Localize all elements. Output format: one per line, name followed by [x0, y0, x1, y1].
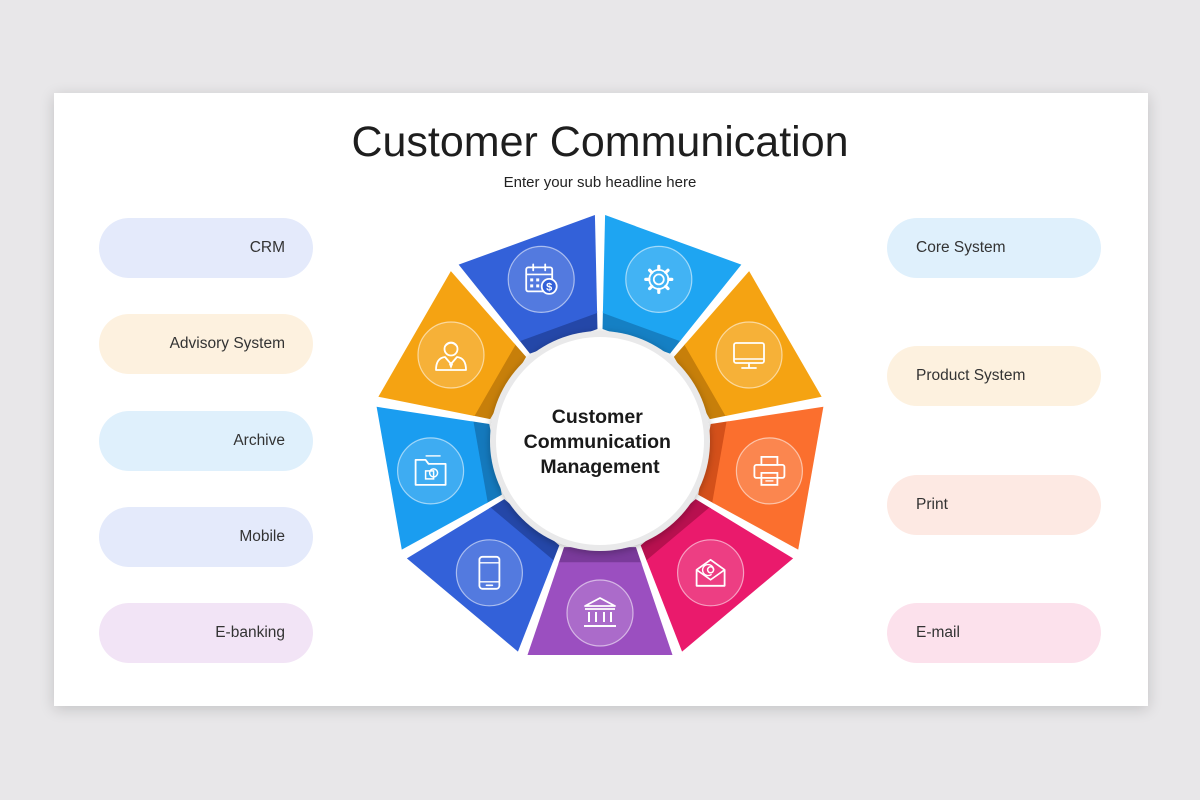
pill-label: E-mail	[916, 624, 960, 641]
wheel-segment-shape	[458, 215, 598, 342]
wheel-segment-band	[640, 499, 712, 563]
wheel-segment	[527, 547, 673, 656]
wheel-segment: $	[458, 215, 598, 354]
pill-print: Print	[887, 475, 1101, 535]
wheel-segment-shape	[646, 507, 794, 652]
pill-label: CRM	[249, 239, 285, 256]
pill-label: E-banking	[215, 624, 285, 641]
center-label-line: Management	[540, 456, 660, 478]
user-icon	[417, 321, 485, 389]
pill-label: Product System	[916, 367, 1026, 384]
monitor-icon	[715, 321, 783, 389]
wheel-segment	[673, 271, 822, 420]
wheel-segment	[602, 215, 742, 354]
center-label-line: Communication	[524, 431, 671, 453]
pill-advisory-system: Advisory System	[99, 314, 313, 374]
pill-label: Archive	[233, 432, 285, 449]
pill-core-system: Core System	[887, 218, 1101, 278]
pill-label: Print	[916, 496, 948, 513]
pill-e-banking: E-banking	[99, 603, 313, 663]
wheel-segment-band	[673, 343, 728, 420]
center-label: Customer Communication Management	[524, 406, 677, 478]
wheel-segment-band	[471, 421, 502, 504]
pill-product-system: Product System	[887, 346, 1101, 406]
pill-label: Mobile	[239, 528, 285, 545]
page-subtitle: Enter your sub headline here	[503, 174, 697, 191]
wheel-segment-band	[698, 421, 729, 504]
gear-icon	[625, 245, 693, 313]
wheel-segment	[698, 406, 824, 550]
wheel-segment-band	[558, 547, 642, 565]
bank-icon	[566, 579, 634, 647]
wheel-segment	[640, 499, 794, 652]
pill-archive: Archive	[99, 411, 313, 471]
pill-label: Advisory System	[169, 335, 285, 352]
wheel-segment	[406, 499, 560, 652]
wheel-segment-band	[488, 499, 560, 563]
mobile-icon	[455, 539, 523, 607]
email-icon	[676, 539, 745, 607]
wheel-segment-band	[472, 343, 527, 420]
center-label-line: Customer	[552, 406, 643, 428]
pill-crm: CRM	[99, 218, 313, 278]
pill-label: Core System	[916, 239, 1006, 256]
calendar-dollar-icon: $	[507, 245, 575, 313]
wheel-segment	[378, 271, 527, 420]
page-title: Customer Communication	[351, 118, 849, 166]
printer-icon	[735, 437, 804, 505]
svg-text:$: $	[546, 281, 552, 293]
wheel-segment-band	[518, 311, 598, 354]
wheel-segment-band	[602, 311, 682, 354]
wheel-segment	[376, 406, 502, 550]
center-circle	[496, 337, 704, 545]
folder-icon	[397, 437, 465, 505]
pill-e-mail: E-mail	[887, 603, 1101, 663]
pill-mobile: Mobile	[99, 507, 313, 567]
